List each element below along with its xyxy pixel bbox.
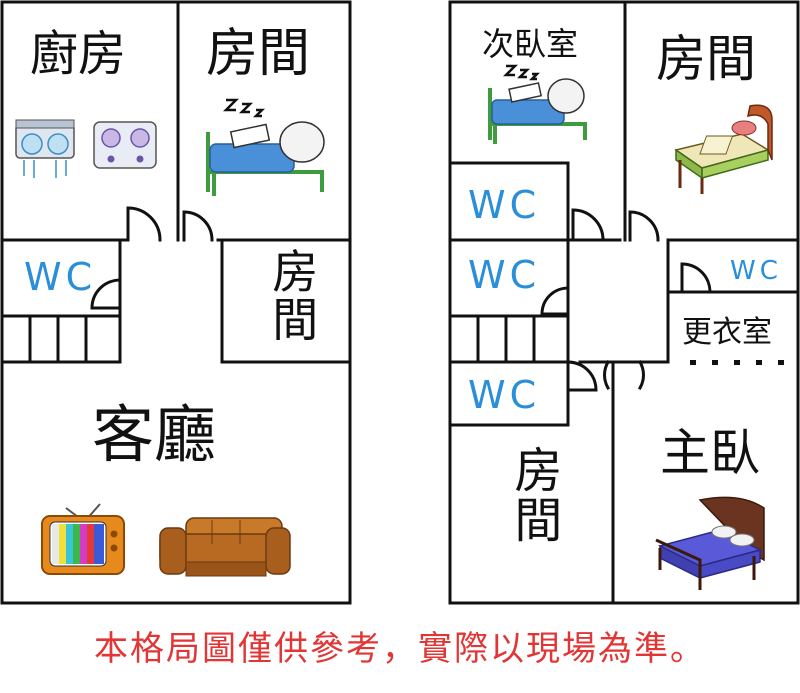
sofa-icon [159,517,291,577]
wc-label-right-small: WC [730,256,782,286]
right-door-master [637,359,645,391]
wc-label-right-2: WC [468,253,541,297]
right-door-wc2 [540,286,570,316]
second-bedroom-label: 次臥室 [482,25,579,63]
left-side-room-wall [220,238,352,364]
wc-label-left: WC [24,255,97,299]
sleeping-person-bed-icon-2 [488,64,587,144]
master-bedroom-label: 主臥 [660,424,760,482]
gas-stove-icon [93,121,157,169]
room-label-right-bottom: 房間 [514,443,563,550]
right-door-room [628,210,660,242]
wc-label-right-3: WC [468,373,541,417]
left-door-wc [90,278,122,310]
room-label-left-side: 房間 [272,245,319,348]
left-stairs [0,314,122,364]
left-unit-outer-wall [0,0,352,605]
sleeping-person-bed-icon [206,98,325,196]
single-bed-icon [674,104,773,194]
right-unit-outer-wall [448,0,800,605]
left-door-room [182,210,214,242]
living-room-label: 客廳 [92,398,217,471]
dressing-room-dotted-line [690,360,784,365]
right-door-wc3 [566,360,598,392]
wc-label-right-1: WC [468,183,541,227]
range-hood-icon [15,119,75,178]
left-door-kitchen [126,206,162,242]
kitchen-label: 廚房 [30,26,127,82]
room-label-left-top: 房間 [206,24,311,84]
double-bed-icon [655,496,765,590]
television-icon [41,503,125,575]
right-door-wc-small [680,262,712,294]
right-second-bedroom-bottom [448,161,570,242]
right-door-wc1 [571,208,605,242]
disclaimer-text: 本格局圖僅供參考，實際以現場為準。 [94,629,706,669]
right-door-room-bottom [603,359,611,391]
right-stairs [448,314,570,364]
room-label-right-top: 房間 [656,30,756,88]
right-wc3-box [448,360,570,427]
dressing-room-label: 更衣室 [682,315,772,350]
